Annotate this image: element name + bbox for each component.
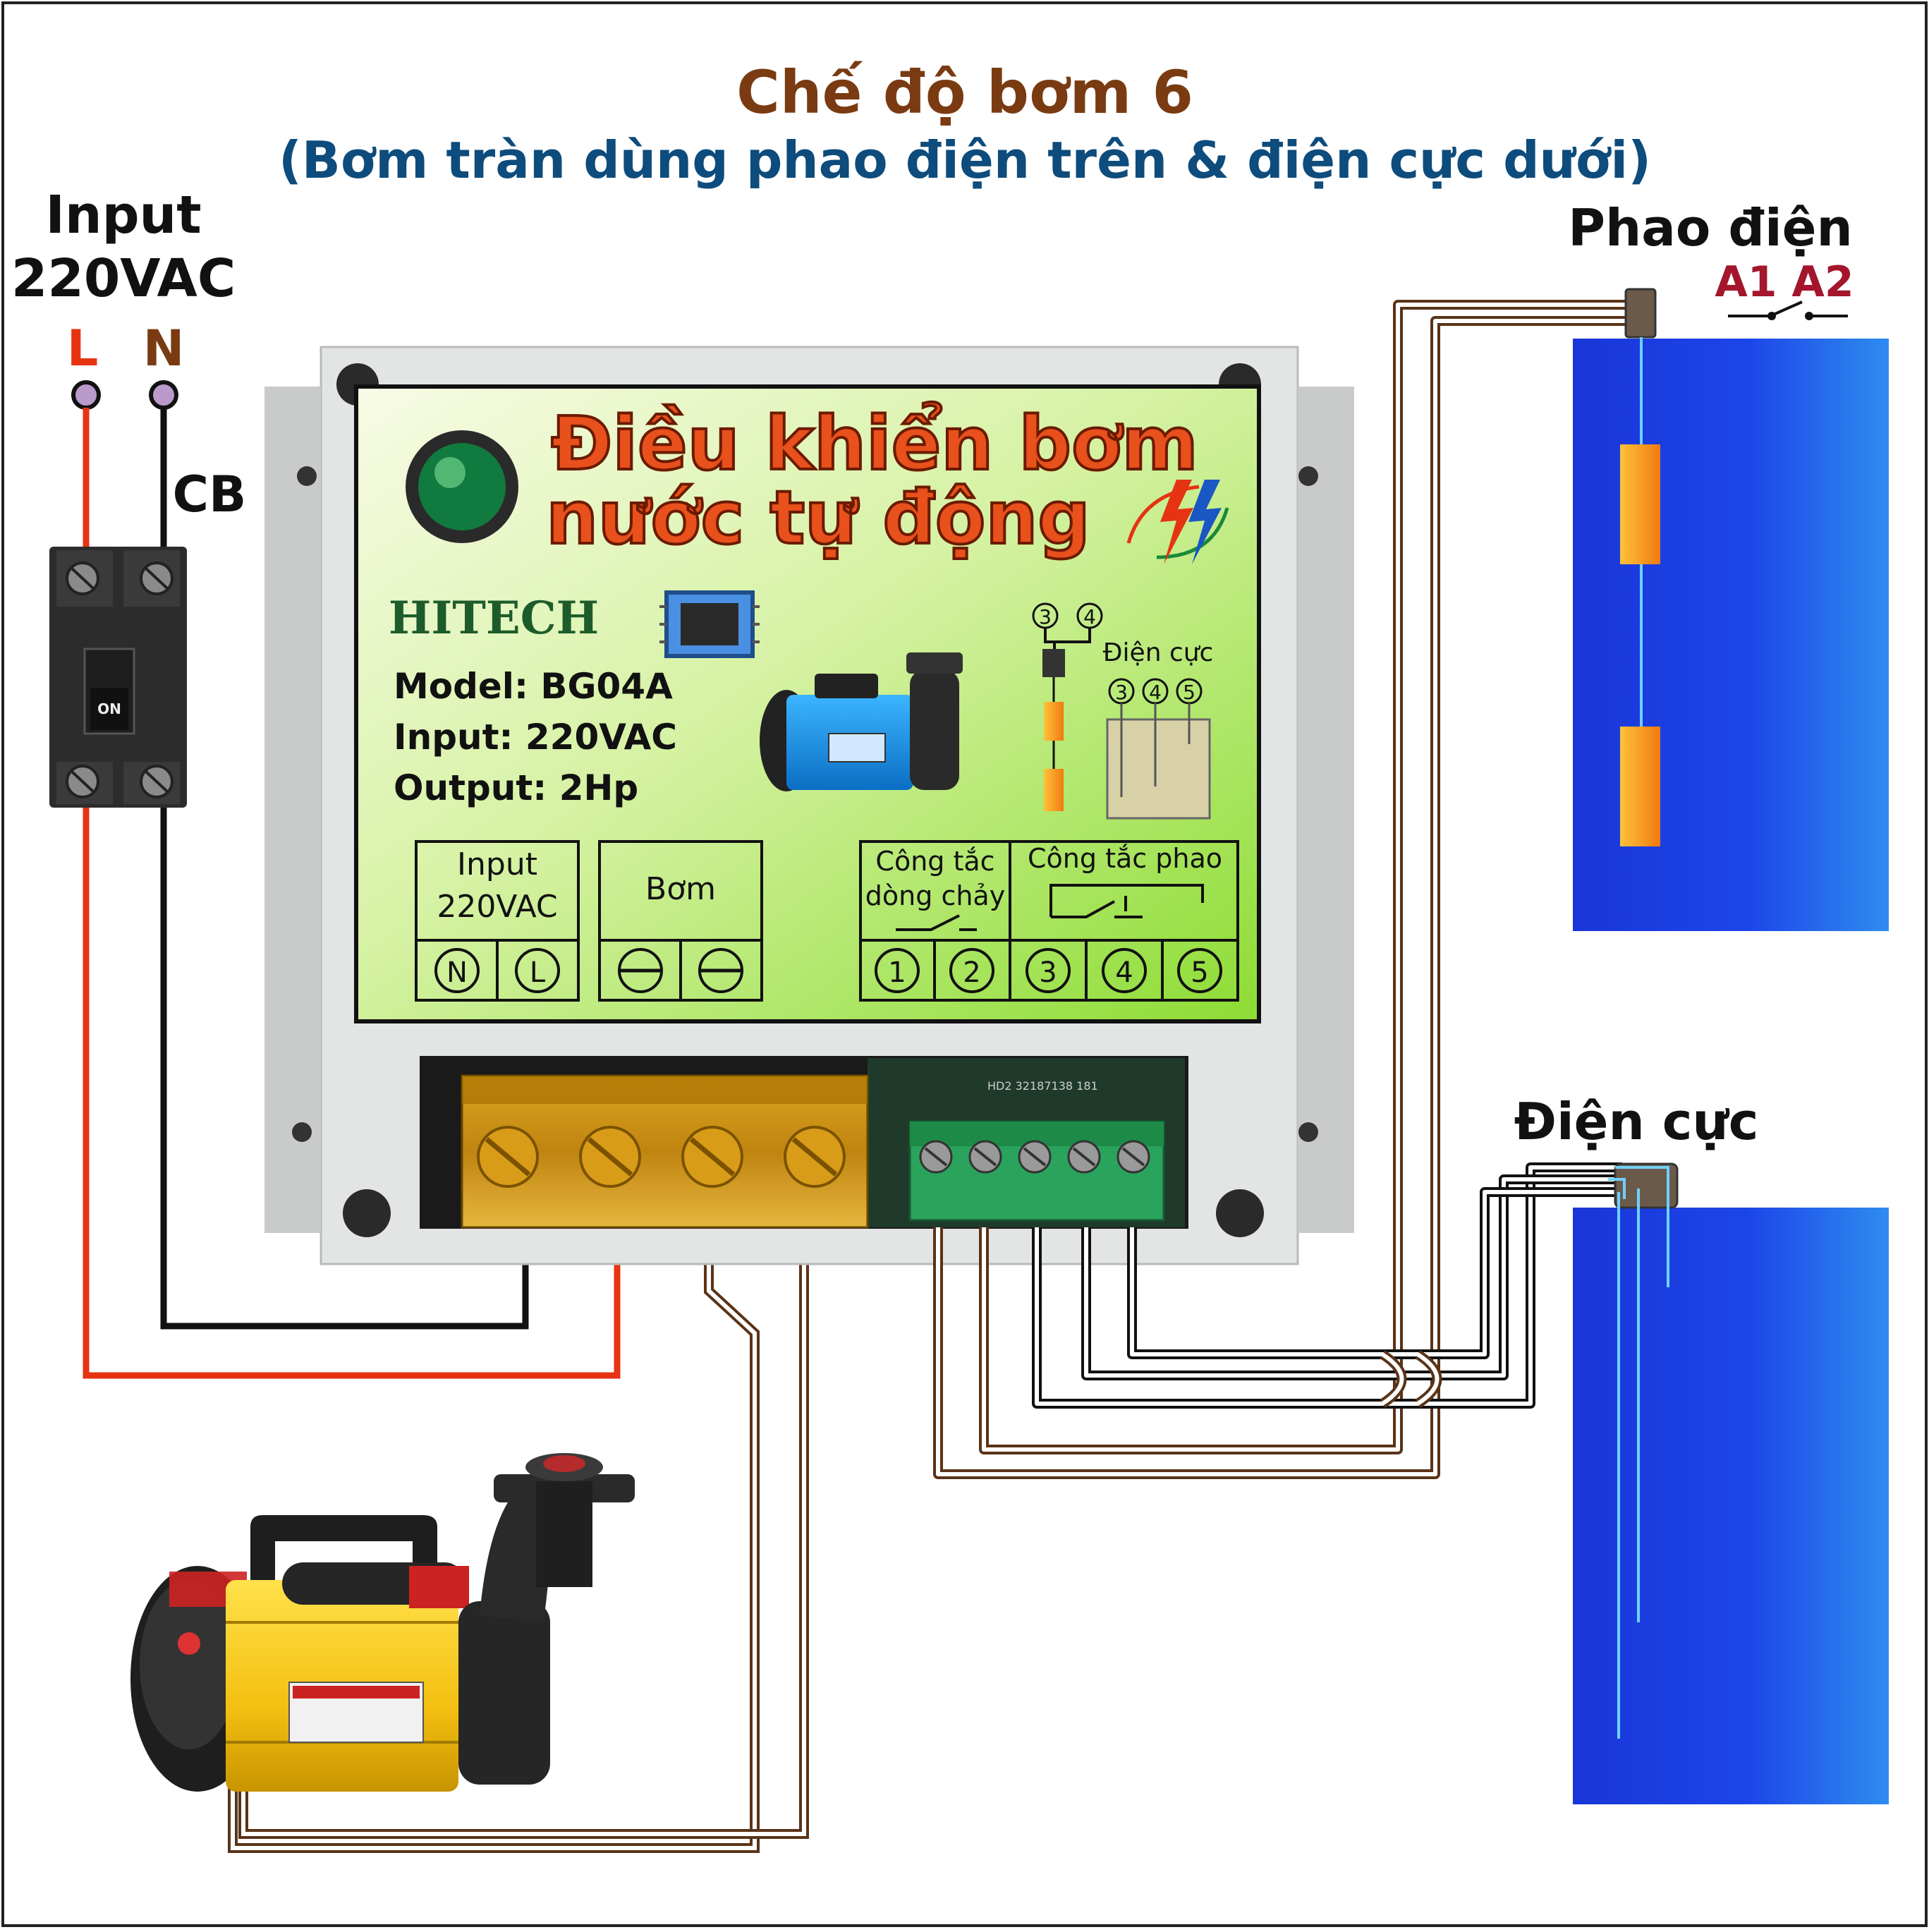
input-label-line1: Input (45, 185, 201, 245)
float-switch-label: Phao điện (1568, 198, 1852, 257)
inner-term-3: 3 (1039, 605, 1052, 628)
n-terminal-point (149, 380, 178, 410)
inner-term-4: 4 (1083, 605, 1096, 628)
box-input-line1: Input (457, 846, 537, 882)
signal-term-1: 1 (888, 956, 906, 989)
float-terminals-label: A1 A2 (1715, 257, 1854, 307)
pcb-text: HD2 32187138 181 (987, 1079, 1098, 1093)
box-flow-line1: Công tắc (875, 846, 994, 877)
inner-electrode-label: Điện cực (1103, 638, 1214, 667)
signal-wires (933, 300, 1626, 1479)
page-title: Chế độ bơm 6 (736, 58, 1193, 127)
signal-terminal-block (908, 1120, 1165, 1222)
input-label-line2: 220VAC (11, 248, 236, 309)
output-spec-text: Output: 2Hp (394, 767, 638, 808)
box-input-term-n: N (446, 956, 468, 989)
l-terminal-point (71, 380, 101, 410)
l-terminal-label: L (67, 320, 99, 377)
signal-term-4: 4 (1115, 956, 1133, 989)
page-subtitle: (Bơm tràn dùng phao điện trên & điện cực… (279, 130, 1651, 190)
box-float-label: Công tắc phao (1028, 843, 1222, 874)
pump-illustration-icon (760, 652, 963, 791)
lower-tank (1573, 1208, 1889, 1804)
box-pump-label: Bơm (645, 871, 716, 907)
n-terminal-label: N (143, 320, 185, 377)
box-input-line2: 220VAC (437, 889, 557, 925)
circuit-breaker: ON (49, 547, 187, 808)
inner-electrode-term-3: 3 (1115, 681, 1128, 704)
breaker-on-text: ON (97, 700, 121, 717)
float-switch-symbol-icon (1728, 300, 1848, 320)
electrode-diagram: Điện cực 3 4 5 (1103, 638, 1214, 820)
water-pump-icon (130, 1453, 635, 1792)
breaker-label: CB (173, 466, 247, 523)
controller-title-line2: nước tự động (546, 475, 1090, 561)
float-lower (1620, 727, 1660, 846)
signal-term-3: 3 (1039, 956, 1057, 989)
brand-name: HITECH (389, 592, 599, 645)
box-flow-line2: dòng chảy (865, 880, 1005, 911)
signal-term-2: 2 (963, 956, 980, 989)
electrode-holder (1614, 1162, 1679, 1209)
wire-l-out (83, 808, 621, 1379)
float-upper (1620, 444, 1660, 564)
chip-icon (659, 590, 760, 658)
float-cable-clamp (1624, 288, 1657, 339)
float-diagram: 3 4 (1032, 602, 1103, 811)
wire-n-out (160, 808, 529, 1330)
model-text: Model: BG04A (394, 666, 673, 707)
signal-terminal-box: Công tắc dòng chảy Công tắc phao 1 2 3 4… (859, 840, 1239, 1002)
brand-logo-icon (1126, 480, 1229, 564)
input-terminal-box: Input 220VAC N L (415, 840, 580, 1002)
inner-electrode-term-5: 5 (1183, 681, 1195, 704)
electrode-label: Điện cực (1514, 1092, 1759, 1151)
signal-term-5: 5 (1191, 956, 1208, 989)
inner-electrode-term-4: 4 (1149, 681, 1162, 704)
input-spec-text: Input: 220VAC (394, 717, 677, 758)
controller-title-line1: Điều khiển bơm (551, 401, 1198, 487)
box-input-term-l: L (530, 956, 546, 989)
pump-terminal-box: Bơm (598, 840, 763, 1002)
power-terminal-block (461, 1074, 869, 1229)
